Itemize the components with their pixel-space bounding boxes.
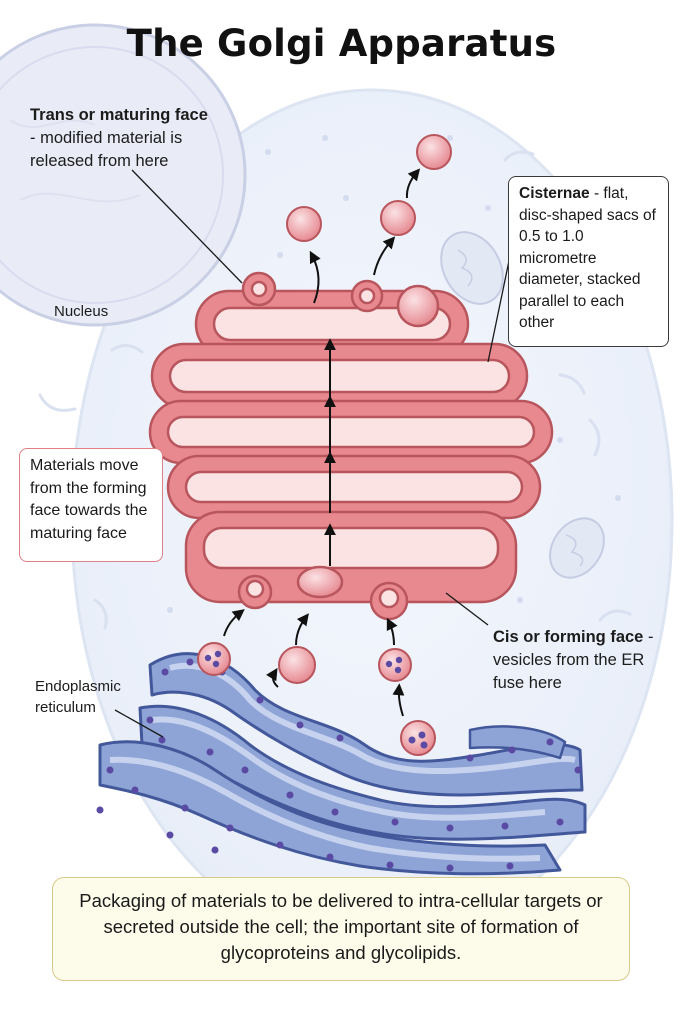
cis-face-vesicles [237, 565, 409, 621]
er-label: Endoplasmic reticulum [35, 678, 121, 716]
page-title: The Golgi Apparatus [126, 22, 557, 65]
summary-box: Packaging of materials to be delivered t… [52, 877, 630, 981]
cisternae-text: - flat, disc-shaped sacs of 0.5 to 1.0 m… [519, 185, 656, 331]
transport-vesicles [197, 642, 412, 684]
released-vesicles [286, 134, 452, 242]
cis-face-bold: Cis or forming face [493, 628, 644, 646]
mitochondrion-upper [440, 231, 504, 305]
cis-face-label: Cis or forming face - vesicles from the … [493, 626, 673, 695]
trans-face-vesicles [241, 271, 440, 328]
golgi-cisternae [148, 289, 554, 604]
nucleus [0, 23, 247, 327]
leader-lines [114, 169, 511, 738]
ribosomes [96, 658, 582, 872]
cytoplasm-strands [38, 150, 632, 630]
trans-face-text: - modified material is released from her… [30, 129, 183, 170]
cis-face-text: - vesicles from the ER fuse here [493, 628, 654, 692]
nucleus-label: Nucleus [54, 303, 109, 320]
trans-face-label: Trans or maturing face - modified materi… [30, 104, 210, 173]
flow-arrows [223, 168, 421, 717]
trans-face-bold: Trans or maturing face [30, 106, 208, 124]
materials-move-callout: Materials move from the forming face tow… [19, 448, 163, 562]
cisternae-callout: Cisternae - flat, disc-shaped sacs of 0.… [508, 176, 669, 347]
cisternae-bold: Cisternae [519, 185, 590, 202]
mitochondrion-lower [549, 517, 605, 579]
er-budding-vesicle [400, 720, 436, 756]
endoplasmic-reticulum [96, 652, 587, 876]
cytoplasm-dots [57, 135, 621, 613]
